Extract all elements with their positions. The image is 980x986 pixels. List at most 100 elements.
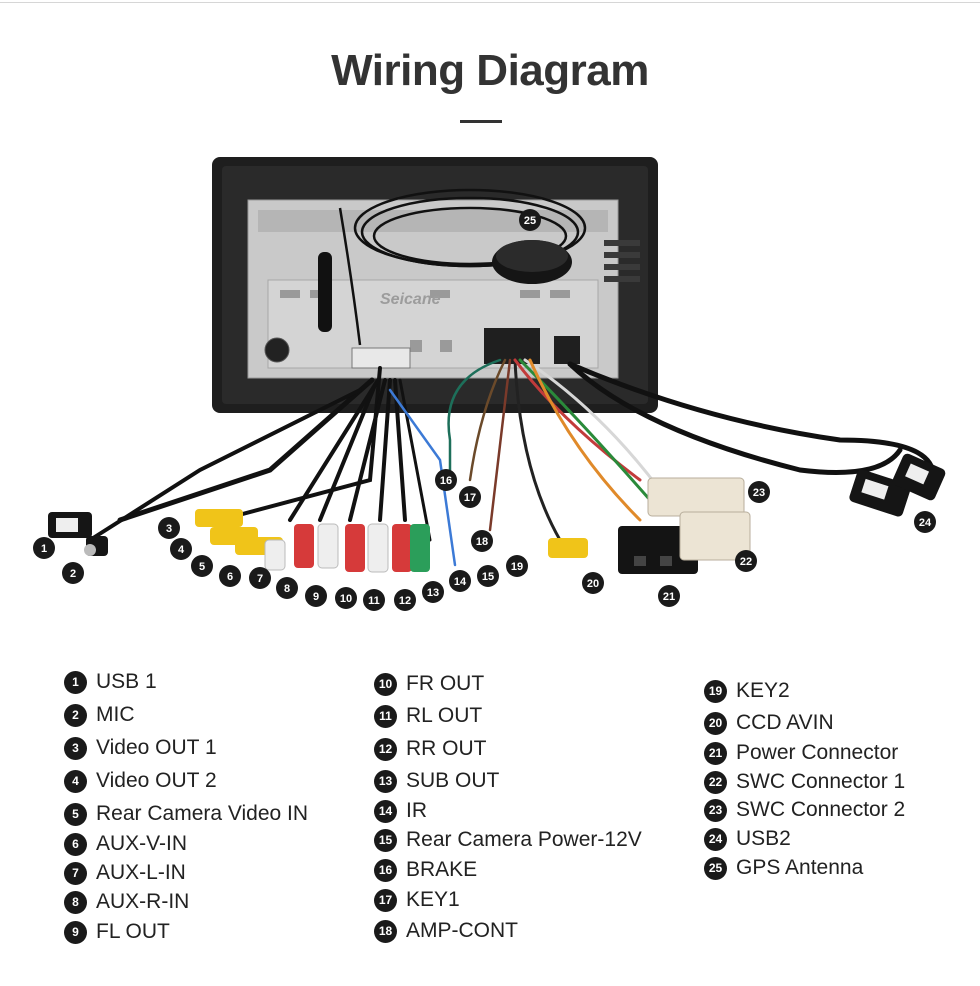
svg-text:15: 15	[482, 571, 494, 583]
callout-badge-22: 22	[735, 550, 757, 572]
legend-badge: 13	[374, 769, 397, 793]
legend-badge: 5	[64, 802, 87, 826]
legend-badge: 6	[64, 832, 87, 856]
legend-badge: 10	[374, 672, 397, 696]
legend-label: Rear Camera Video IN	[96, 802, 309, 825]
legend-badge: 20	[704, 711, 727, 735]
svg-text:25: 25	[524, 215, 536, 227]
callout-badge-5: 5	[191, 555, 213, 577]
svg-text:2: 2	[70, 568, 76, 580]
legend-label: GPS Antenna	[736, 856, 864, 879]
svg-text:12: 12	[399, 595, 411, 607]
legend-label: SUB OUT	[406, 769, 500, 792]
svg-text:1: 1	[41, 543, 47, 555]
legend-badge: 4	[64, 769, 87, 793]
page-title: Wiring Diagram	[331, 46, 649, 95]
svg-text:14: 14	[454, 576, 467, 588]
legend-label: CCD AVIN	[736, 711, 834, 734]
legend-badge: 18	[374, 919, 397, 943]
brand-watermark: Seicane	[380, 291, 441, 308]
legend-label: AUX-R-IN	[96, 890, 190, 913]
callout-badge-19: 19	[506, 555, 528, 577]
legend-label: KEY1	[406, 888, 460, 911]
legend-badge: 21	[704, 741, 727, 765]
legend-item: 22 SWC Connector 1	[704, 768, 905, 796]
callout-badge-2: 2	[62, 562, 84, 584]
legend-badge: 16	[374, 858, 397, 882]
svg-text:18: 18	[476, 536, 488, 548]
legend-label: USB 1	[96, 670, 157, 693]
svg-text:22: 22	[740, 556, 752, 568]
gps-antenna	[338, 188, 587, 346]
legend-item: 16 BRAKE	[374, 856, 477, 884]
callout-badge-4: 4	[170, 538, 192, 560]
callout-badge-24: 24	[914, 511, 936, 533]
callout-badge-15: 15	[477, 565, 499, 587]
legend-badge: 14	[374, 799, 397, 823]
callout-badge-18: 18	[471, 530, 493, 552]
top-divider	[0, 2, 980, 3]
legend-badge: 2	[64, 703, 87, 727]
legend-item: 8 AUX-R-IN	[64, 888, 189, 916]
svg-text:5: 5	[199, 561, 205, 573]
legend-label: KEY2	[736, 679, 790, 702]
legend-label: BRAKE	[406, 858, 478, 881]
legend-label: SWC Connector 1	[736, 770, 906, 793]
legend-item: 4 Video OUT 2	[64, 767, 217, 795]
legend-label: RR OUT	[406, 737, 487, 760]
callout-badge-12: 12	[394, 589, 416, 611]
legend-badge: 15	[374, 828, 397, 852]
legend-item: 14 IR	[374, 797, 427, 825]
callout-badge-13: 13	[422, 581, 444, 603]
callout-badge-3: 3	[158, 517, 180, 539]
svg-text:8: 8	[284, 583, 290, 595]
legend-item: 18 AMP-CONT	[374, 917, 518, 945]
svg-text:13: 13	[427, 587, 439, 599]
legend-item: 10 FR OUT	[374, 670, 484, 698]
svg-text:4: 4	[178, 544, 185, 556]
legend-label: AMP-CONT	[406, 919, 518, 942]
legend-badge: 9	[64, 920, 87, 944]
svg-text:9: 9	[313, 591, 319, 603]
svg-text:11: 11	[368, 595, 380, 607]
callout-badge-9: 9	[305, 585, 327, 607]
legend-label: Rear Camera Power-12V	[406, 828, 642, 851]
callout-badge-16: 16	[435, 469, 457, 491]
legend-label: USB2	[736, 827, 791, 850]
legend-item: 5 Rear Camera Video IN	[64, 800, 308, 828]
callout-badge-1: 1	[33, 537, 55, 559]
callout-badge-10: 10	[335, 587, 357, 609]
legend-label: Video OUT 2	[96, 769, 217, 792]
legend-label: SWC Connector 2	[736, 798, 906, 821]
legend-badge: 17	[374, 888, 397, 912]
legend-item: 25 GPS Antenna	[704, 854, 863, 882]
legend-badge: 19	[704, 679, 727, 703]
legend-badge: 8	[64, 890, 87, 914]
legend-label: FR OUT	[406, 672, 485, 695]
callout-badge-7: 7	[249, 567, 271, 589]
harness-cables	[88, 358, 936, 567]
legend-label: IR	[406, 799, 427, 822]
svg-text:6: 6	[227, 571, 233, 583]
legend-label: AUX-V-IN	[96, 832, 188, 855]
legend-item: 20 CCD AVIN	[704, 709, 834, 737]
legend-badge: 7	[64, 861, 87, 885]
callout-badge-11: 11	[363, 589, 385, 611]
svg-text:21: 21	[663, 591, 675, 603]
legend-badge: 25	[704, 856, 727, 880]
legend-badge: 22	[704, 770, 727, 794]
legend-label: RL OUT	[406, 704, 483, 727]
legend-item: 13 SUB OUT	[374, 767, 499, 795]
legend-item: 15 Rear Camera Power-12V	[374, 826, 642, 854]
callout-badge-25: 25	[519, 209, 541, 231]
svg-text:19: 19	[511, 561, 523, 573]
